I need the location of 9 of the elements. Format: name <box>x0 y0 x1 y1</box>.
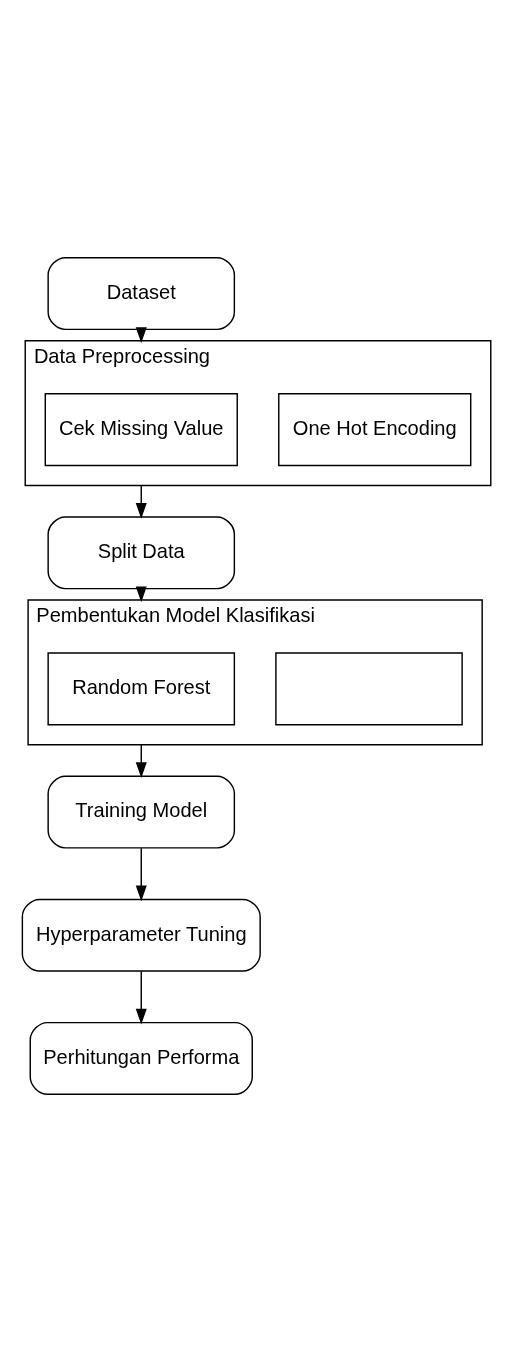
arrow <box>135 970 147 1025</box>
node-box: Cek Missing Value <box>44 393 238 467</box>
node-box: One Hot Encoding <box>278 393 472 467</box>
node-box: Training Model <box>47 775 236 849</box>
node-box <box>275 652 463 726</box>
node-box: Random Forest <box>47 652 236 726</box>
node-box: Perhitungan Performa <box>29 1021 253 1095</box>
arrow <box>135 847 147 902</box>
node-box: Hyperparameter Tuning <box>21 898 261 972</box>
